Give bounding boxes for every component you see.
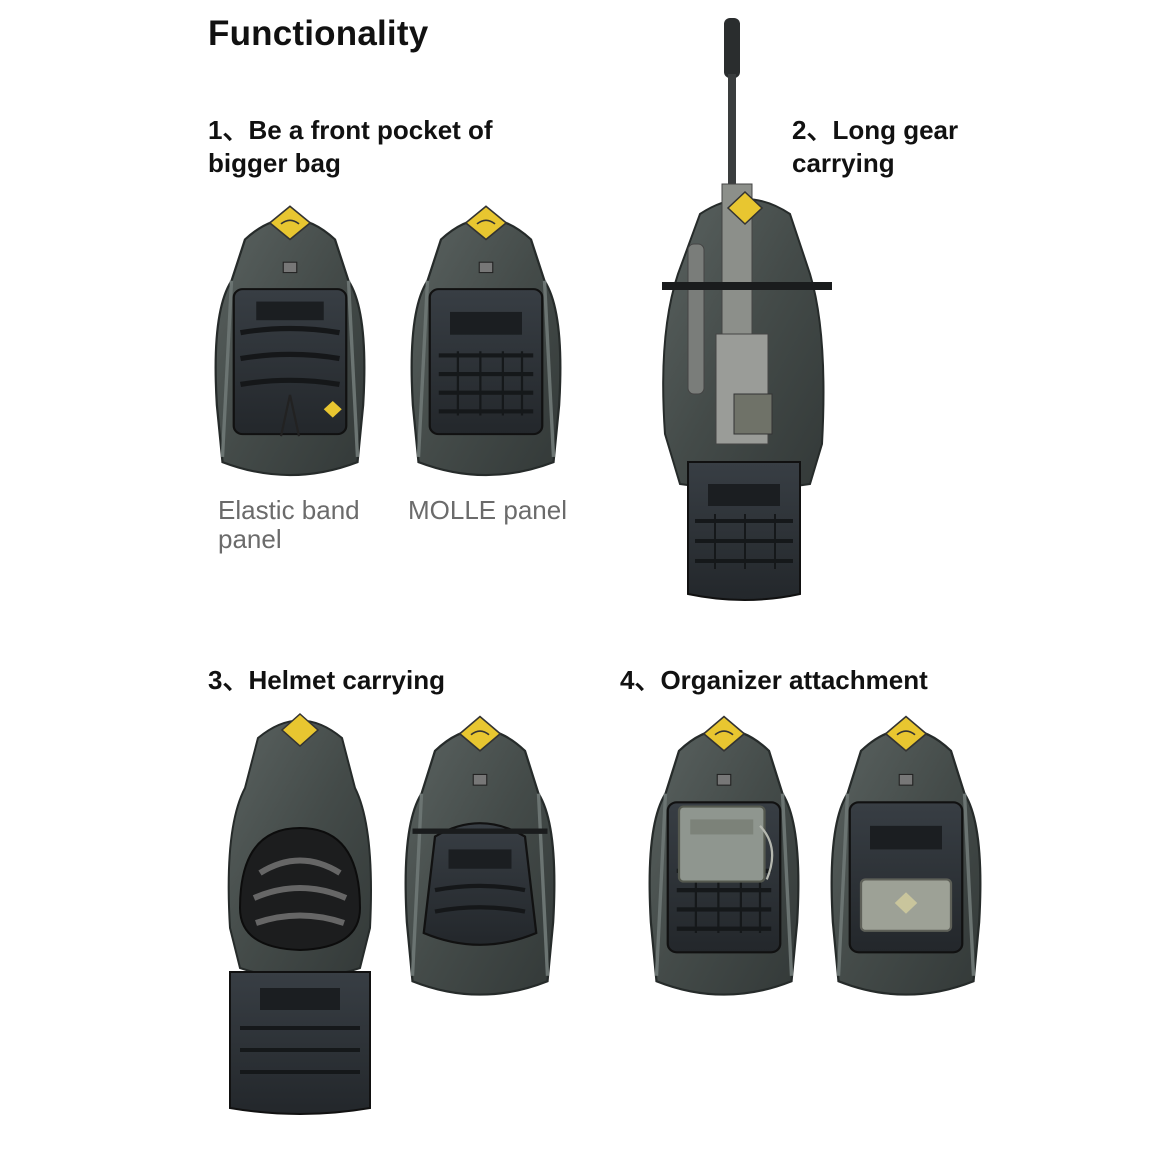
backpack-molle-panel-image <box>396 198 576 488</box>
page-title: Functionality <box>208 14 429 53</box>
section-2-heading-line2: carrying <box>792 148 895 178</box>
section-1-heading-line1: 1、Be a front pocket of <box>208 115 493 145</box>
section-2-heading: 2、Long gear carrying <box>792 114 958 180</box>
caption-elastic-band-panel: Elastic band panel <box>218 496 360 554</box>
backpack-long-gear-rifle-image <box>650 14 840 604</box>
section-3-heading: 3、Helmet carrying <box>208 665 445 695</box>
section-1-heading-line2: bigger bag <box>208 148 341 178</box>
backpack-organizer-small-pouch-image <box>816 708 996 1008</box>
backpack-helmet-open-image <box>210 708 390 1118</box>
section-2-heading-line1: 2、Long gear <box>792 115 959 145</box>
caption-elastic-line1: Elastic band <box>218 495 360 525</box>
caption-molle-panel: MOLLE panel <box>408 495 567 525</box>
backpack-helmet-closed-image <box>390 708 570 1008</box>
section-4-heading: 4、Organizer attachment <box>620 665 928 695</box>
section-1-heading: 1、Be a front pocket of bigger bag <box>208 114 493 180</box>
backpack-elastic-band-panel-image <box>200 198 380 488</box>
backpack-organizer-pouch-image <box>634 708 814 1008</box>
caption-elastic-line2: panel <box>218 524 282 554</box>
